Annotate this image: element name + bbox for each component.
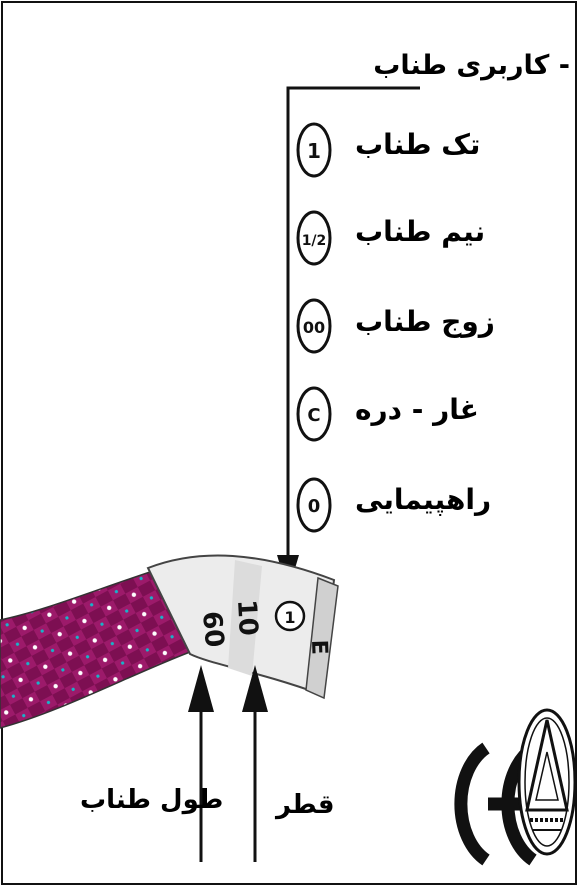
usage-symbol-twin: 00 <box>298 300 330 352</box>
usage-symbol-half: 1/2 <box>298 212 330 264</box>
sleeve-type-symbol: 1 <box>284 608 295 627</box>
usage-symbol-canyon: C <box>298 388 330 440</box>
rope-length-label: طول طناب <box>80 785 223 815</box>
sleeve-letters: E <box>306 639 332 655</box>
usage-label-canyon: غار - دره <box>355 393 479 426</box>
usage-symbol-walking: 0 <box>298 479 330 531</box>
usage-label-walking: راهپیمایی <box>355 483 491 516</box>
svg-text:1/2: 1/2 <box>302 233 327 249</box>
rope-diameter-label: قطر <box>276 790 335 820</box>
svg-text:0: 0 <box>308 496 321 517</box>
svg-text:00: 00 <box>303 318 325 337</box>
sleeve-length-marking: 60 <box>196 610 229 649</box>
diameter-pointer-arrow <box>242 665 268 862</box>
svg-text:C: C <box>307 405 320 426</box>
usage-title: - کاربری طناب <box>373 50 570 81</box>
usage-label-twin: زوج طناب <box>355 305 495 338</box>
usage-symbol-1: 1 <box>298 124 330 176</box>
sleeve-diameter-marking: 10 <box>231 599 263 637</box>
usage-label-single: تک طناب <box>355 128 480 161</box>
length-pointer-arrow <box>188 665 214 862</box>
usage-label-half: نیم طناب <box>355 215 485 248</box>
svg-text:1: 1 <box>307 139 321 163</box>
uiaa-seal-icon <box>519 710 575 854</box>
